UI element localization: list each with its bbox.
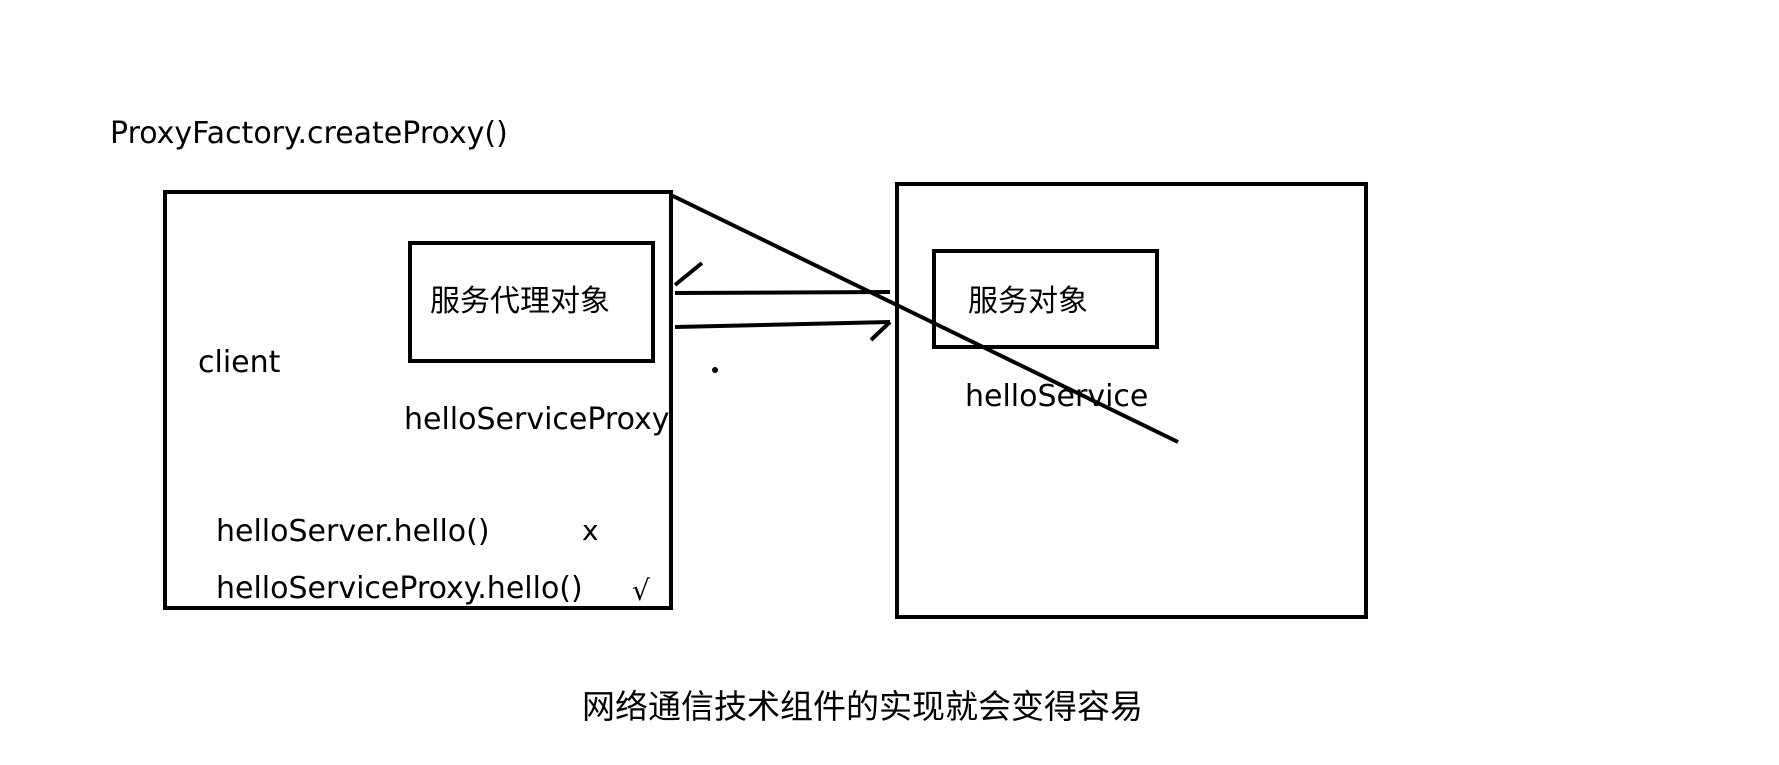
return-arrow-head xyxy=(673,261,704,287)
caption-text: 网络通信技术组件的实现就会变得容易 xyxy=(582,687,1143,726)
stray-dot xyxy=(712,367,718,373)
factory-call-label: ProxyFactory.createProxy() xyxy=(110,116,508,151)
proxy-object-box xyxy=(408,241,655,363)
call-proxy-mark: √ xyxy=(632,574,650,607)
client-label: client xyxy=(198,345,281,380)
diagonal-strike-line xyxy=(670,193,1179,444)
call-proxy-label: helloServiceProxy.hello() xyxy=(216,571,583,606)
service-box-label: 服务对象 xyxy=(968,284,1088,319)
service-container-box xyxy=(895,182,1368,619)
request-arrow-head xyxy=(869,320,892,342)
call-server-mark: x xyxy=(582,514,599,547)
proxy-box-label: 服务代理对象 xyxy=(430,284,610,319)
service-name-label: helloService xyxy=(965,379,1149,414)
proxy-name-label: helloServiceProxy xyxy=(404,402,670,437)
request-arrow-line xyxy=(674,320,891,329)
client-box xyxy=(163,190,673,610)
service-object-box xyxy=(932,249,1159,349)
call-server-label: helloServer.hello() xyxy=(216,514,490,549)
return-arrow-line xyxy=(674,290,891,295)
